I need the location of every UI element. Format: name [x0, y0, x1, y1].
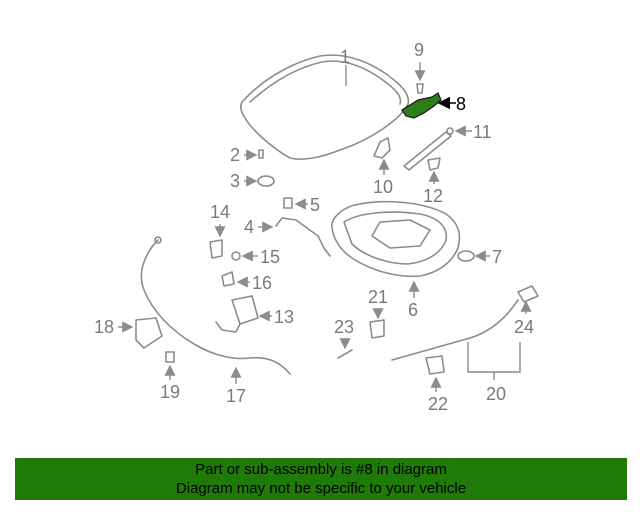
banner-line-2: Diagram may not be specific to your vehi…	[175, 480, 467, 497]
bracket-12	[427, 157, 441, 171]
label-2: 2	[230, 145, 240, 165]
label-22: 22	[428, 394, 448, 414]
part-19	[165, 351, 175, 363]
info-banner: Part or sub-assembly is #8 in diagram Di…	[15, 458, 627, 500]
label-4: 4	[244, 217, 254, 237]
release-cable	[140, 239, 291, 375]
hood-latch	[231, 295, 259, 325]
label-9: 9	[414, 40, 424, 60]
part-21	[369, 319, 385, 339]
part-24	[517, 285, 539, 303]
parts-diagram: 1 9 8 11 10 12 2 3 5 4 6 7 14	[94, 40, 539, 414]
gas-strut	[403, 131, 452, 171]
part-23	[337, 349, 353, 359]
secondary-cable	[391, 299, 519, 361]
label-17: 17	[226, 386, 246, 406]
part-7	[457, 250, 475, 262]
label-19: 19	[160, 382, 180, 402]
label-8: 8	[456, 94, 466, 114]
release-handle	[135, 317, 163, 349]
label-12: 12	[423, 186, 443, 206]
part-2	[258, 149, 264, 159]
part-15	[231, 251, 241, 261]
part-5	[283, 197, 293, 209]
label-3: 3	[230, 171, 240, 191]
label-21: 21	[368, 287, 388, 307]
label-24: 24	[514, 317, 534, 337]
part-14	[209, 239, 223, 259]
hood-panel	[239, 54, 410, 160]
label-13: 13	[274, 307, 294, 327]
label-23: 23	[334, 317, 354, 337]
part-22	[425, 355, 445, 375]
label-10: 10	[373, 177, 393, 197]
hood-insulator	[331, 200, 461, 278]
bracket-20	[467, 342, 521, 373]
label-11: 11	[473, 122, 492, 142]
part-3	[257, 175, 275, 187]
label-20: 20	[486, 384, 506, 404]
label-7: 7	[492, 247, 502, 267]
banner-line-1: Part or sub-assembly is #8 in diagram	[195, 461, 447, 478]
label-6: 6	[408, 300, 418, 320]
part-16	[221, 271, 235, 287]
label-1: 1	[340, 47, 350, 67]
clip-part	[416, 83, 424, 94]
hood-rod	[275, 217, 331, 257]
label-14: 14	[210, 202, 230, 222]
label-16: 16	[252, 273, 272, 293]
label-15: 15	[260, 247, 280, 267]
bracket-10	[373, 137, 391, 159]
label-5: 5	[310, 195, 320, 215]
label-18: 18	[94, 317, 114, 337]
